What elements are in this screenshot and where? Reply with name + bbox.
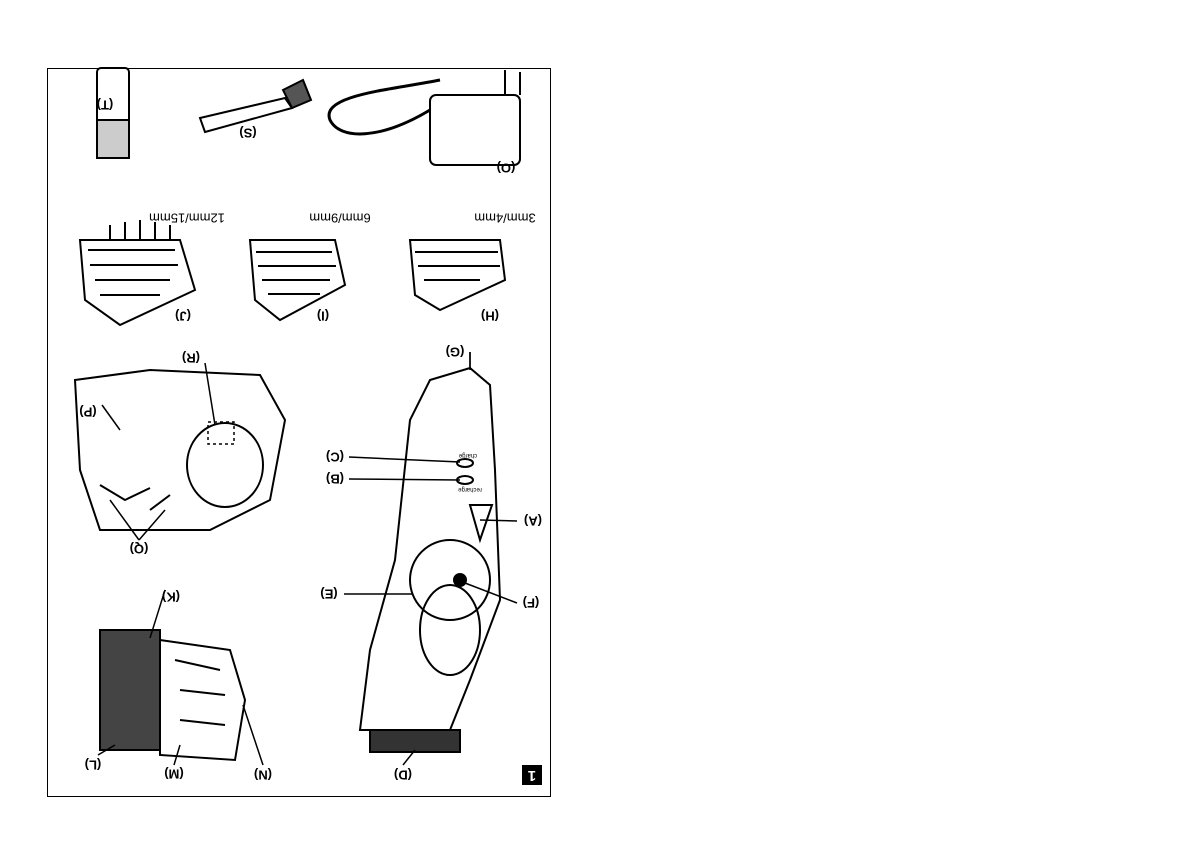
label-H: (H) <box>480 308 500 324</box>
label-C: (C) <box>325 449 345 465</box>
charging-adapter-O <box>327 70 521 166</box>
charging-stand-P <box>73 368 287 531</box>
label-G: (G) <box>445 344 465 360</box>
label-I: (I) <box>316 308 330 324</box>
label-K: (K) <box>161 589 181 605</box>
oil-bottle-T <box>96 67 130 159</box>
label-S: (S) <box>239 125 257 141</box>
figure-frame <box>47 68 551 797</box>
label-F: (F) <box>522 595 540 611</box>
comb-size-J: 12mm/15mm <box>149 210 225 226</box>
cutting-blade-D <box>369 729 461 753</box>
label-M: (M) <box>164 766 184 782</box>
label-L: (L) <box>84 757 102 773</box>
blade-assembly <box>99 629 247 762</box>
label-R: (R) <box>181 350 201 366</box>
label-Q: (Q) <box>129 541 149 557</box>
label-D: (D) <box>393 767 413 783</box>
leader-lines <box>97 352 518 766</box>
label-E: (E) <box>320 586 338 602</box>
label-A: (A) <box>523 513 543 529</box>
comb-J <box>78 220 197 327</box>
label-T: (T) <box>96 97 114 113</box>
label-B: (B) <box>325 471 345 487</box>
comb-size-I: 6mm/9mm <box>309 210 371 226</box>
label-N: (N) <box>253 767 273 783</box>
cleaning-brush-S <box>198 78 313 134</box>
label-J: (J) <box>175 308 191 324</box>
comb-size-H: 3mm/4mm <box>474 210 536 226</box>
label-P: (P) <box>79 404 97 420</box>
label-O: (O) <box>496 160 516 176</box>
device-text-recharge: recharge <box>458 486 482 492</box>
device-text-charge: charge <box>458 452 478 458</box>
hair-trimmer-body <box>358 366 502 731</box>
figure-number: 1 <box>522 765 542 785</box>
comb-H <box>408 239 507 312</box>
comb-I <box>248 239 347 322</box>
